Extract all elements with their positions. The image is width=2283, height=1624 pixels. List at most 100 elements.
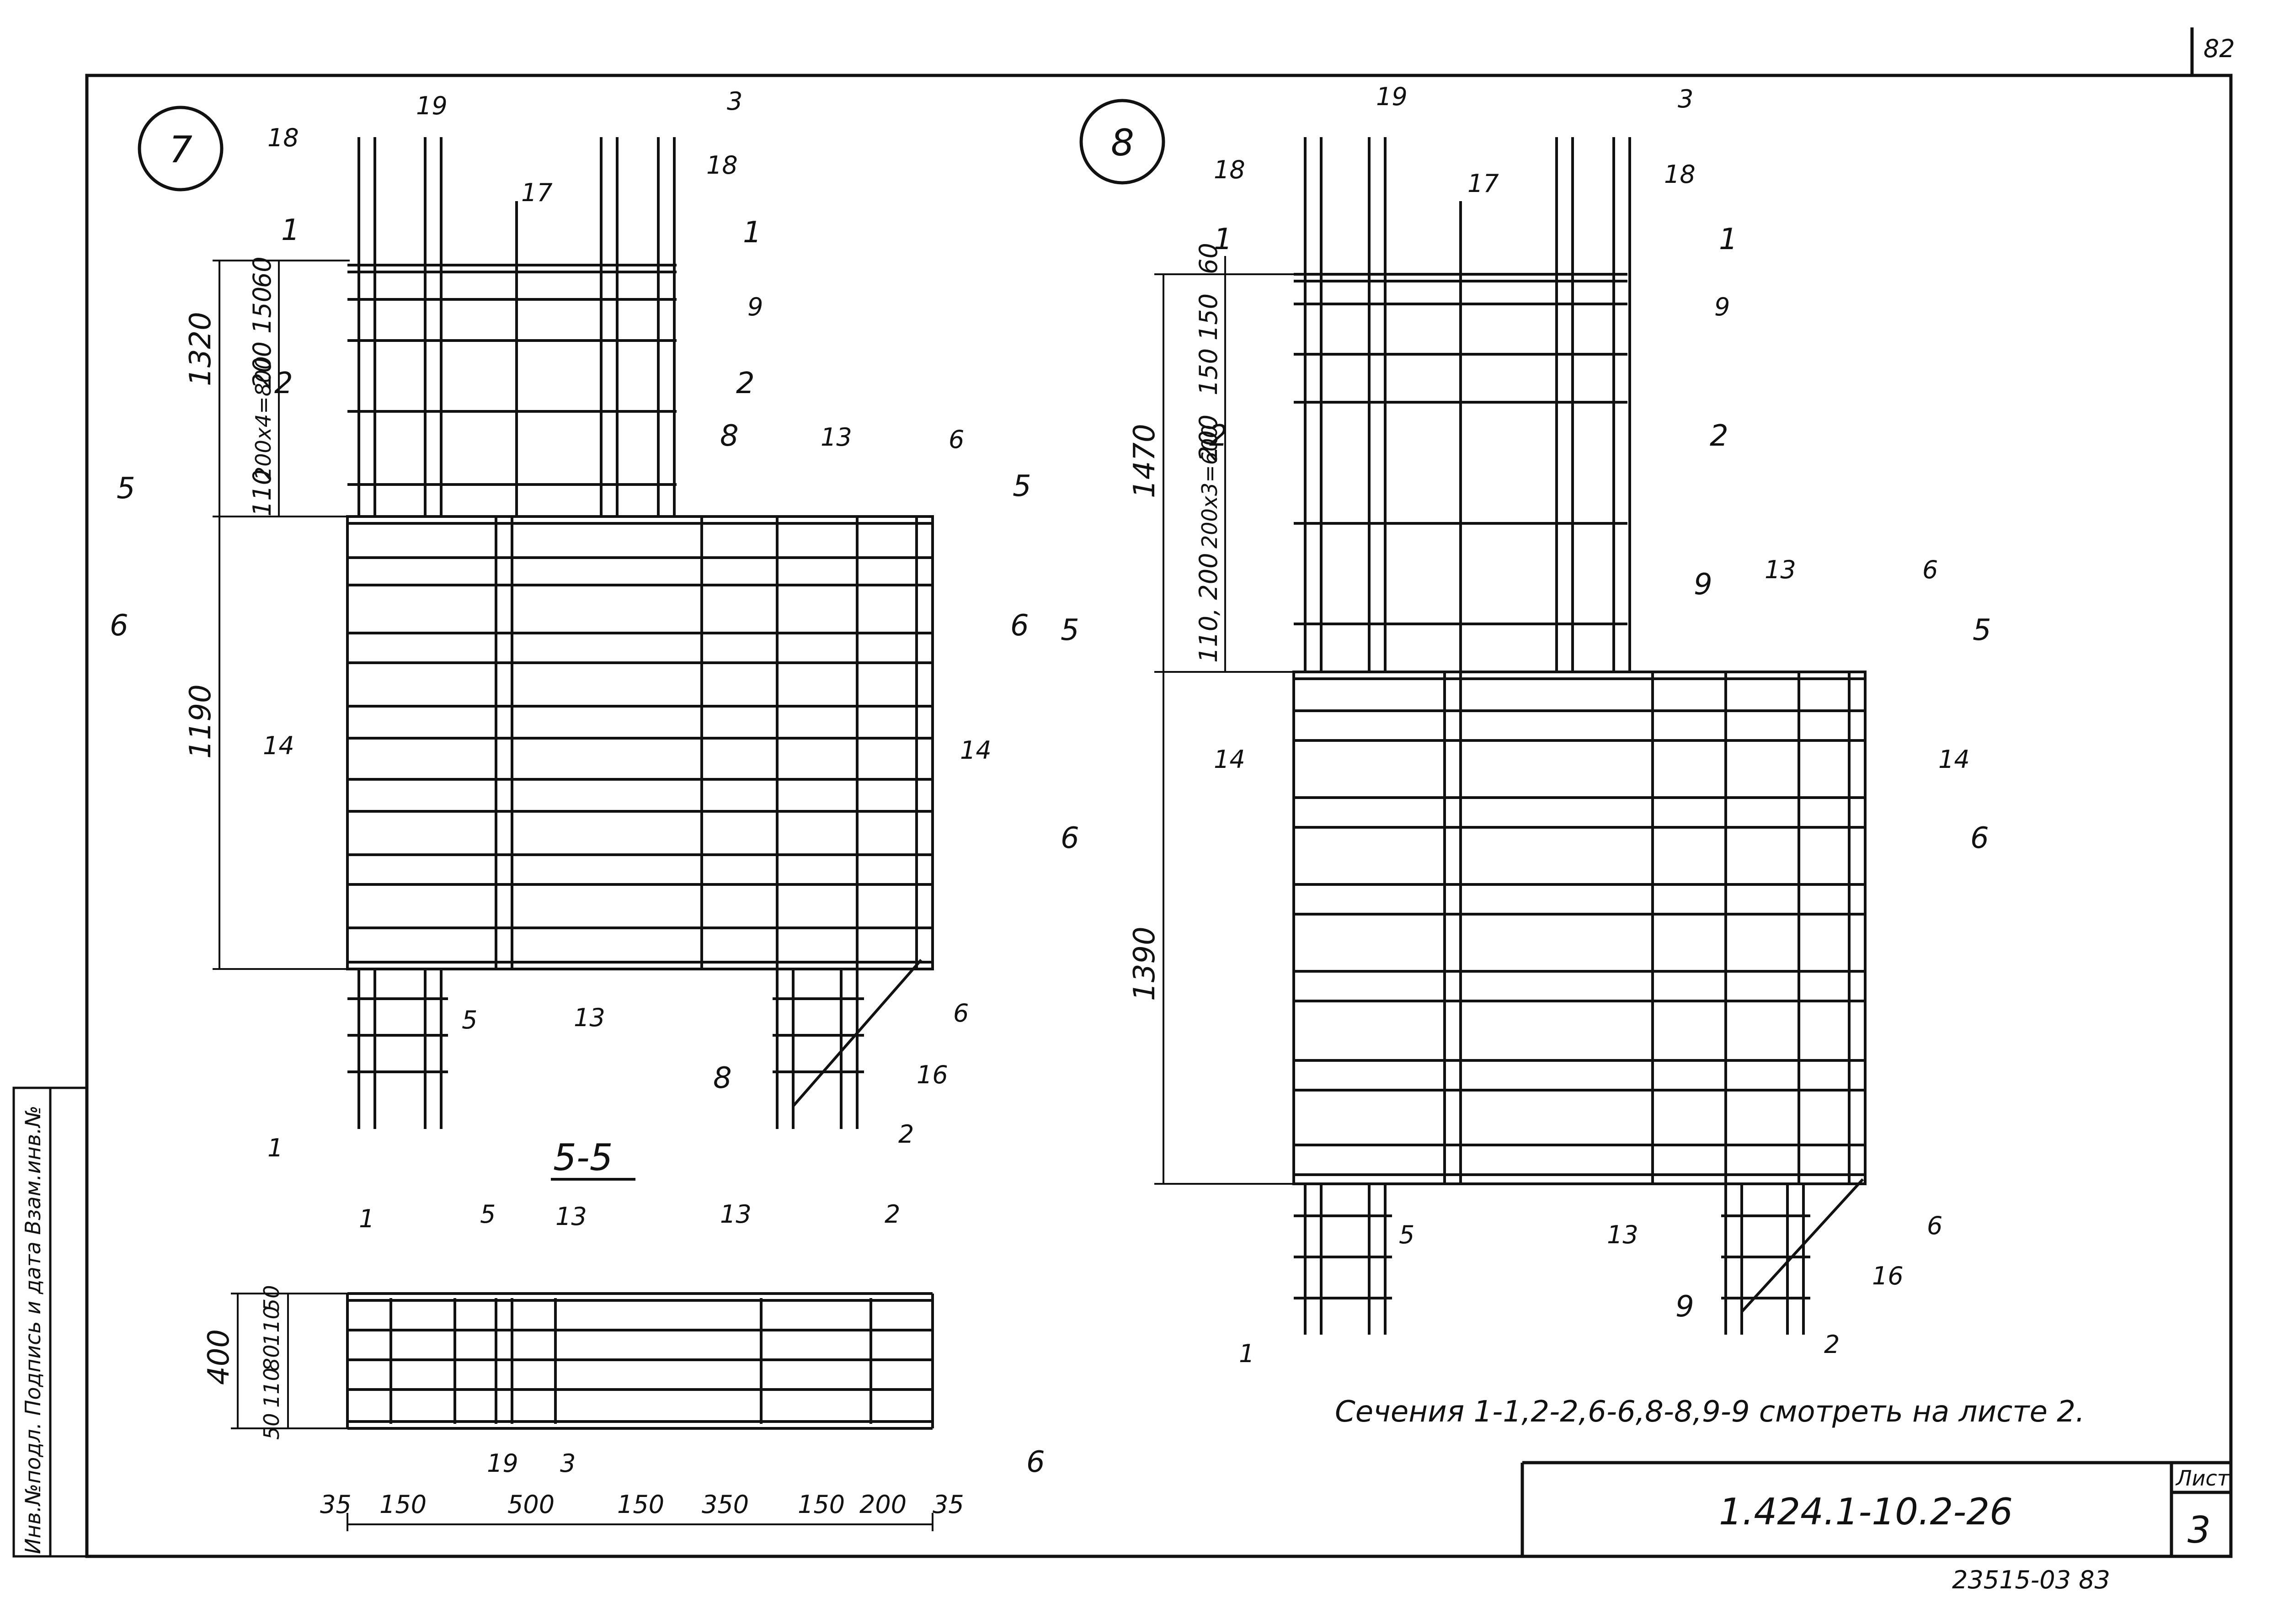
pos-1: 1 [359,1204,374,1233]
dim-60: 60 [1194,243,1223,274]
hdim-200: 200 [859,1490,907,1519]
mark-5-left: 5 [117,472,135,506]
mark-2-left: 2 [274,367,293,400]
pos-17: 17 [1467,169,1499,198]
page-number-top: 82 [2203,34,2235,63]
mark-5-right: 5 [1973,613,1991,647]
side-stamp-box [12,1086,88,1558]
frame-7-badge [138,106,224,192]
mark-8-top: 8 [720,419,739,453]
dim-110: 110 [248,469,277,516]
sheet-label: Лист [2175,1466,2230,1491]
mark-2-right: 2 [1710,419,1728,453]
pos-6: 6 [949,425,964,454]
pos-2: 2 [885,1200,900,1229]
dim-110-200: 110, 200 [1194,553,1223,663]
document-number: 1.424.1-10.2-26 [1719,1491,2013,1533]
hdim-350: 350 [702,1490,749,1519]
frame-7-badge-label: 7 [169,128,192,171]
hdim-150-c: 150 [798,1490,845,1519]
pos-19: 19 [416,91,448,120]
pos-6: 6 [1922,555,1938,584]
section-5-5-title: 5-5 [553,1136,613,1179]
pos-14-right: 14 [1938,745,1970,774]
pos-3: 3 [727,87,742,116]
pos-5: 5 [480,1200,496,1229]
sections-note: Сечения 1-1,2-2,6-6,8-8,9-9 смотреть на … [1335,1395,2085,1429]
section-5-5: 5-5 400 [202,1136,1045,1531]
dim-1190: 1190 [184,684,218,759]
mark-9-bottom: 9 [1675,1290,1694,1324]
pos-6b: 6 [953,999,969,1028]
pos-14-left: 14 [263,731,294,760]
dim-1470: 1470 [1128,424,1162,498]
dim-1390: 1390 [1128,926,1162,1001]
dim-200: 200 [1194,415,1223,462]
hdim-150-a: 150 [379,1490,427,1519]
hdim-150-b: 150 [617,1490,664,1519]
mark-6-left: 6 [110,609,128,643]
mark-2-left: 2 [1209,419,1228,453]
frame-7: 7 [110,87,1031,1162]
frame-7-position-labels: 18 19 3 18 17 9 13 6 14 14 5 13 6 16 1 2 [263,87,992,1162]
frame-8-dimension-lines [1154,256,1296,1185]
pos-14-left: 14 [1214,745,1245,774]
mark-8-bottom: 8 [713,1061,732,1095]
pos-19: 19 [1376,82,1408,111]
vdim-80: 80 [259,1344,284,1371]
vdim-400: 400 [202,1329,236,1385]
pos-1: 1 [267,1134,283,1162]
frame-8-badge [1079,99,1165,185]
frame-7-dimension-lines [213,260,350,970]
mark-6-right: 6 [1010,609,1029,643]
pos-17: 17 [521,178,553,207]
dim-1320: 1320 [184,312,218,386]
pos-14-right: 14 [960,736,992,765]
dim-60: 60 [248,256,277,288]
mark-1-right: 1 [1719,223,1738,256]
hdim-35-right: 35 [933,1490,964,1519]
section-5-5-dimension-lines [231,1293,933,1531]
pos-13b: 13 [1607,1220,1638,1249]
pos-5: 5 [462,1006,477,1034]
pos-19: 19 [487,1449,518,1478]
mark-5-right: 5 [1013,469,1031,503]
pos-2: 2 [898,1120,914,1149]
pos-18: 18 [267,123,299,152]
dim-150b: 150 [1194,348,1223,395]
pos-18b: 18 [1664,160,1696,189]
side-stamp-text: Инв.№подл. Подпись и дата Взам.инв.№ [21,1106,45,1554]
pos-3: 3 [560,1449,576,1478]
dim-150: 150 [248,287,277,334]
hdim-500: 500 [507,1490,555,1519]
pos-6: 6 [1026,1445,1045,1479]
mark-1-left: 1 [281,213,300,247]
pos-13: 13 [821,423,852,452]
pos-13b: 13 [720,1200,752,1229]
vdim-110-b: 110 [259,1368,284,1408]
hdim-35-left: 35 [320,1490,352,1519]
pos-1: 1 [1239,1339,1254,1368]
sheet-frame [85,27,2233,1558]
vdim-50-bottom: 50 [259,1413,284,1440]
frame-7-section-marks: 1 1 2 2 5 5 6 6 8 8 [110,213,1031,1095]
vdim-110-a: 110 [259,1306,284,1346]
mark-2-right: 2 [736,367,755,400]
frame-8-badge-label: 8 [1111,122,1134,164]
mark-9-top: 9 [1694,568,1712,602]
dim-200x3: 200x3=600 [1197,425,1222,548]
bottom-code: 23515-03 83 [1952,1565,2110,1594]
pos-16: 16 [1872,1262,1904,1290]
pos-18b: 18 [706,151,738,180]
frame-8: 8 [1061,82,1991,1368]
pos-3: 3 [1678,85,1693,113]
pos-9: 9 [1714,293,1730,321]
frame-7-rebar [346,137,934,1129]
pos-18: 18 [1214,155,1245,184]
mark-6-left: 6 [1061,821,1079,855]
mark-1-right: 1 [743,216,762,250]
mark-6-right: 6 [1970,821,1989,855]
pos-2: 2 [1824,1330,1840,1359]
mark-5-left: 5 [1061,613,1079,647]
